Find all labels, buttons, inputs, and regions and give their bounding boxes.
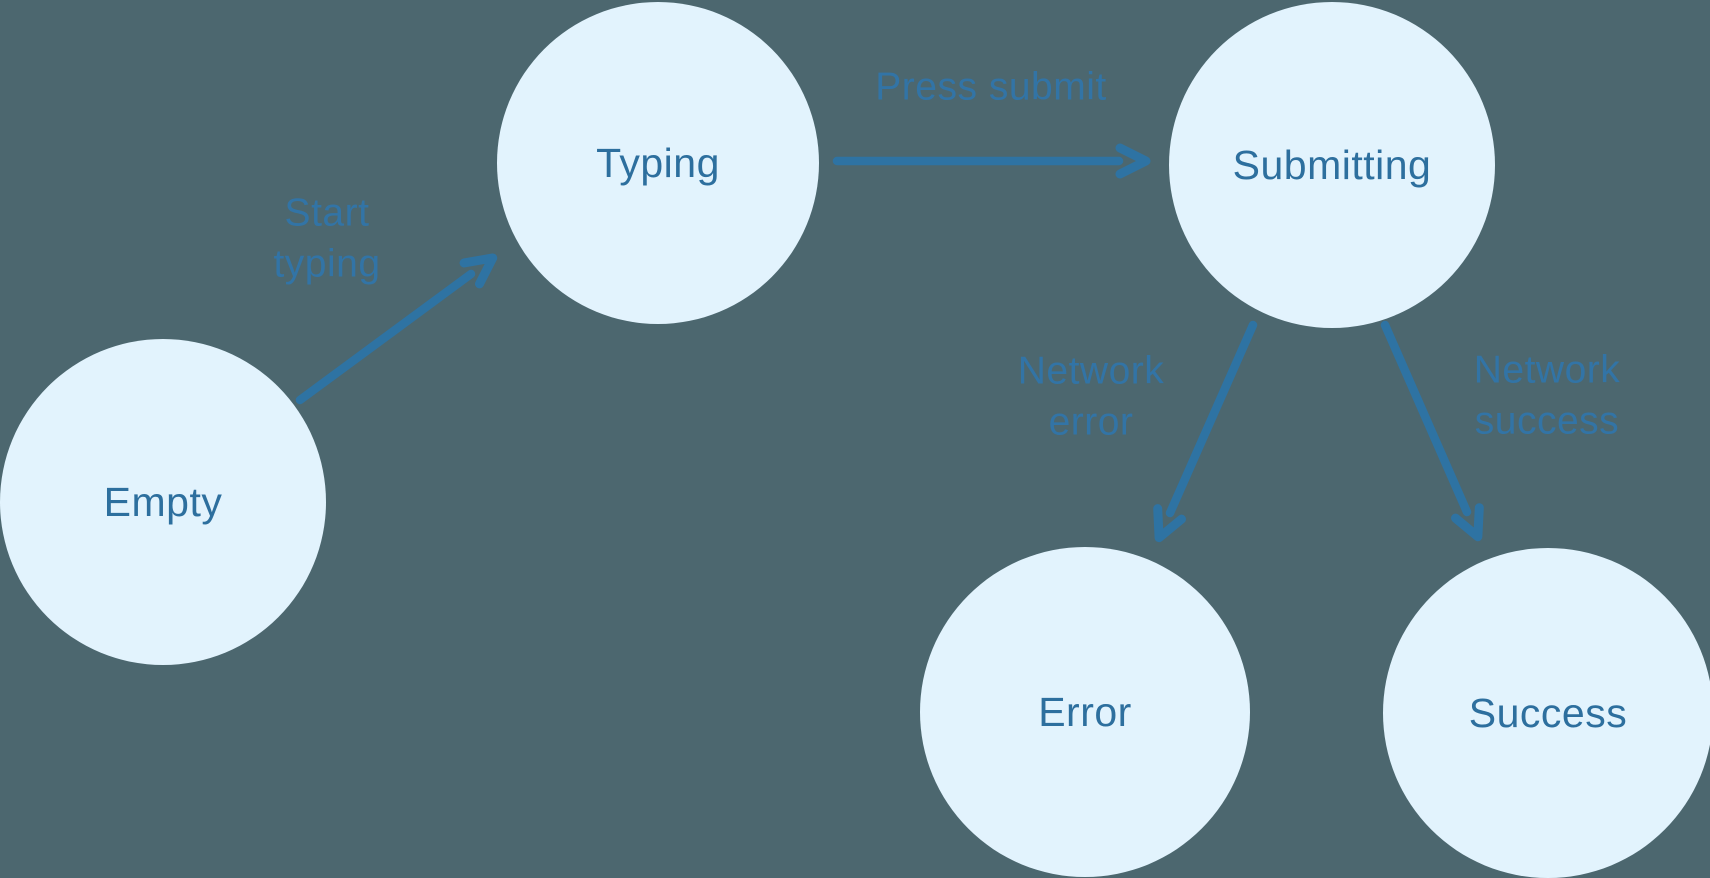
transition-label-network-success: Network success bbox=[1474, 345, 1621, 448]
transition-label-line: error bbox=[1048, 401, 1134, 444]
transition-label-line: Network bbox=[1473, 348, 1621, 392]
transition-arrow-empty-typing bbox=[295, 253, 498, 405]
state-node-empty: Empty bbox=[0, 339, 326, 665]
state-label-typing: Typing bbox=[596, 139, 720, 186]
transition-label-press-submit: Press submit bbox=[875, 61, 1106, 112]
state-node-error: Error bbox=[920, 547, 1250, 877]
state-label-empty: Empty bbox=[103, 478, 223, 525]
transition-label-line: Start bbox=[284, 191, 370, 235]
transition-label-line: success bbox=[1474, 400, 1620, 443]
transition-label-start-typing: Start typing bbox=[273, 188, 380, 291]
transition-label-line: Press submit bbox=[875, 65, 1107, 109]
transition-label-network-error: Network error bbox=[1018, 346, 1165, 449]
state-node-submitting: Submitting bbox=[1169, 2, 1495, 328]
state-label-submitting: Submitting bbox=[1232, 141, 1432, 188]
transition-label-line: Network bbox=[1017, 349, 1165, 393]
state-node-typing: Typing bbox=[497, 2, 819, 324]
transition-label-line: typing bbox=[273, 243, 381, 286]
state-label-success: Success bbox=[1468, 689, 1628, 736]
transition-arrow-submitting-success bbox=[1380, 320, 1484, 542]
transition-arrow-submitting-error bbox=[1153, 320, 1258, 543]
state-node-success: Success bbox=[1383, 548, 1710, 878]
state-label-error: Error bbox=[1038, 688, 1132, 735]
